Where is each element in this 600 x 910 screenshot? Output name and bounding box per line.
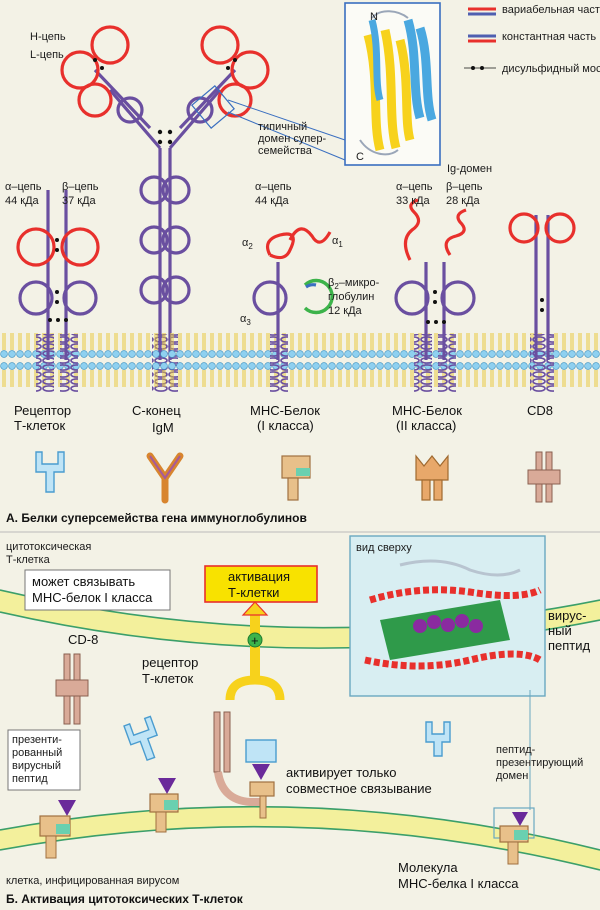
peptide-domain-label-2: презентирующий [496,757,583,769]
b2m-kda: 12 кДа [328,305,363,317]
tcr-name-2: Т-клеток [14,418,66,433]
mhc2-name-1: МНС-Белок [392,403,462,418]
mhc2-alpha-label: α–цепь [396,181,433,193]
domain-callout-label-3: семейства [258,145,313,157]
igm-name-label: IgM [152,420,174,435]
mhc-peptide-left [39,800,76,859]
mhc1-alpha-kda: 44 кДа [255,195,290,207]
tcr-b-right [425,721,451,757]
peptide-domain-label-3: домен [496,770,528,782]
tcr-beta-kda: 37 кДа [62,195,97,207]
presented-label-3: вирусный [12,760,61,772]
ig-domain-inset: N C [344,2,441,166]
tcr-beta-label: β–цепь [62,181,99,193]
cd8-structure [508,212,576,392]
ig-n-label: N [370,11,378,23]
infected-cell-label: клетка, инфицированная вирусом [6,875,179,887]
co-binding-label-2: совместное связывание [286,781,432,796]
b2m-label: β2–микро- [328,277,380,291]
cytotoxic-label-2: Т-клетка [6,554,51,566]
co-binding-label-1: активирует только [286,765,396,780]
domain-callout-label-2: домен супер- [258,133,327,145]
igm-c-end-label: С-конец [132,403,181,418]
mhc1-icon [281,455,311,501]
legend: вариабельная часть константная часть дис… [464,4,600,75]
mhc1-a2-label: α2 [242,237,253,251]
mhc1-name-2: (I класса) [257,418,314,433]
tcr-alpha-label: α–цепь [5,181,42,193]
mhc1-a1-label: α1 [332,235,343,249]
mhc2-icon [415,454,449,501]
tcr-structure [16,190,100,392]
mhc1-name-1: МНС-Белок [250,403,320,418]
mhc1-structure [252,227,334,392]
binds-label-2: МНС-белок I класса [32,590,153,605]
mhc-molecule-label-1: Молекула [398,860,458,875]
plus-label: + [251,633,259,648]
co-binding-complex [213,711,277,819]
legend-disulfide-label: дисульфидный мостик [502,63,600,75]
mhc2-name-2: (II класса) [396,418,456,433]
mhc2-alpha-kda: 33 кДа [396,195,431,207]
domain-callout-label-1: типичный [258,121,307,133]
presented-label-4: пептид [12,773,48,785]
mhc-peptide-mid [149,778,179,833]
tcr-icon [35,451,65,493]
activation-label-2: Т-клетки [228,585,279,600]
h-chain-label: Н-цепь [30,31,66,43]
peptide-domain-label-1: пептид- [496,744,536,756]
plus-icon [247,632,263,648]
tcr-b-structure [123,715,159,762]
activation-box [204,565,318,603]
viral-label-3: пептид [548,638,591,653]
domain-highlight-box [191,85,235,129]
section-a-caption: А. Белки суперсемейства гена иммуноглобу… [6,511,307,525]
presented-label-2: рованный [12,747,62,759]
viral-label-2: ный [548,623,572,638]
presented-callout [7,729,81,791]
cytotoxic-label-1: цитотоксическая [6,541,91,553]
legend-variable-label: вариабельная часть [502,4,600,16]
viral-label-1: вирус- [548,608,586,623]
ig-domain-label: Ig-домен [447,163,492,175]
ig-c-label: C [356,151,364,163]
cd8-label: CD8 [527,403,553,418]
binds-label-1: может связывать [32,574,135,589]
igm-icon [146,452,184,504]
l-chain-label: L-цепь [30,49,64,61]
b2m-label-2: глобулин [328,291,374,303]
tcr-name-1: Рецептор [14,403,71,418]
mhc-peptide-right [493,807,535,865]
mhc2-structure [394,198,476,392]
cd8-b-label: CD-8 [68,632,98,647]
activation-label-1: активация [228,569,290,584]
receptor-b-label-1: рецептор [142,655,198,670]
mhc-molecule-label-2: МНС-белка I класса [398,876,519,891]
section-b-caption: Б. Активация цитотоксических Т-клеток [6,892,244,906]
infected-cell-membrane [0,806,600,870]
binds-callout [24,569,171,611]
presented-label-1: презенти- [12,734,62,746]
mhc-top-view-ribbon [364,559,542,670]
cd8-b-structure [55,653,89,725]
mhc1-alpha-label: α–цепь [255,181,292,193]
cd8-icon [527,451,561,503]
mhc2-beta-label: β–цепь [446,181,483,193]
mhc2-beta-kda: 28 кДа [446,195,481,207]
mhc1-a3-label: α3 [240,313,251,327]
top-view-label: вид сверху [356,542,412,554]
legend-constant-label: константная часть [502,31,596,43]
receptor-b-label-2: Т-клеток [142,671,194,686]
tcr-alpha-kda: 44 кДа [5,195,40,207]
membrane-a [0,330,600,390]
